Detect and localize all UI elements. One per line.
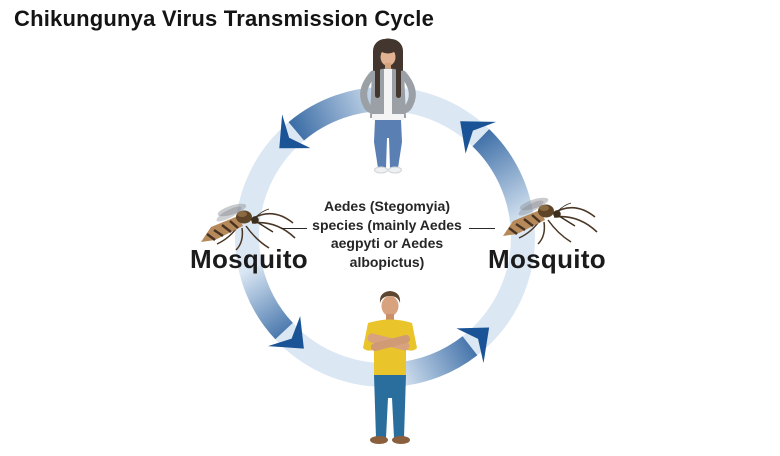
leader-line-left [281,228,307,229]
human-female-illustration [360,38,416,174]
leader-line-right [469,228,495,229]
center-note-line: aegpyti or Aedes [330,235,444,252]
page-title: Chikungunya Virus Transmission Cycle [14,6,435,31]
center-note-line: Aedes (Stegomyia) [323,198,451,214]
center-note-line: species (mainly Aedes [312,216,462,233]
mosquito-left-label: Mosquito [190,244,308,274]
center-note: Aedes (Stegomyia) species (mainly Aedes … [287,197,487,271]
mosquito-right-label: Mosquito [488,244,606,274]
center-note-line: albopictus) [349,253,425,270]
human-male-illustration [363,291,417,444]
